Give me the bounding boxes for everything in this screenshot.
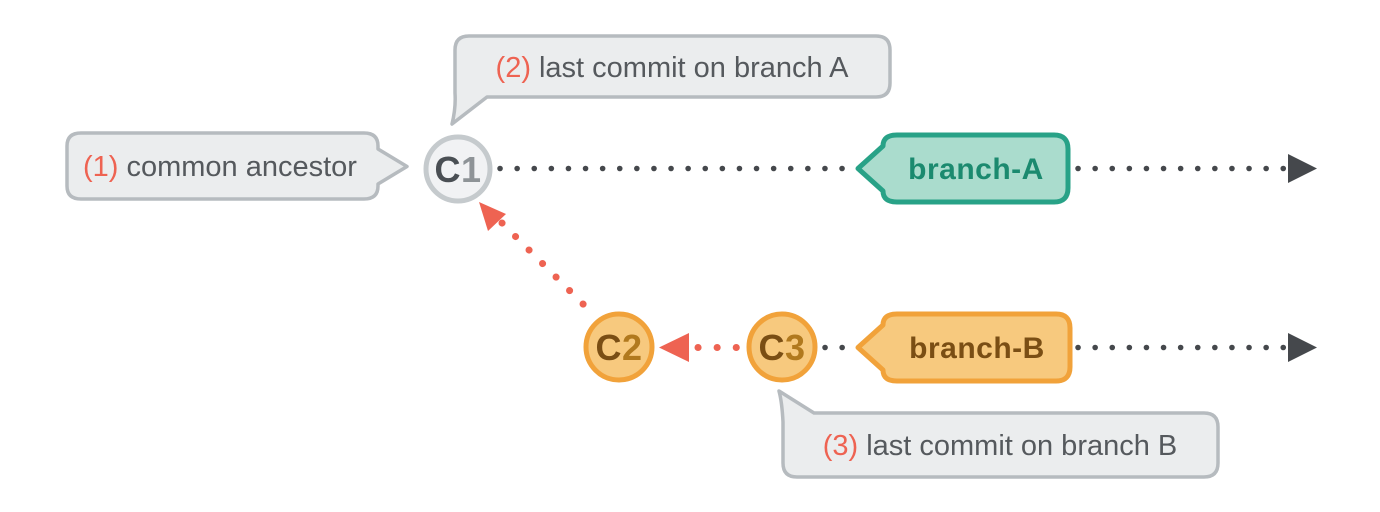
callout-number: (2) xyxy=(496,52,531,84)
branch-a-badge-shape xyxy=(855,132,1071,205)
commit-letter: C xyxy=(595,327,622,368)
commit-c2-label: C2 xyxy=(595,327,642,368)
branch-b-badge: branch-B xyxy=(855,311,1073,384)
commit-c3-label: C3 xyxy=(758,327,805,368)
commit-letter: C xyxy=(758,327,785,368)
callout-text: (2)last commit on branch A xyxy=(496,52,850,84)
commit-number: 3 xyxy=(785,327,806,368)
callout-label: last commit on branch B xyxy=(866,430,1177,462)
red-dotted-diagonal xyxy=(498,219,594,315)
commit-c2-circle xyxy=(583,311,655,383)
callout-bubble xyxy=(777,389,1220,479)
branch-a-badge: branch-A xyxy=(855,132,1071,205)
commit-number: 2 xyxy=(622,327,643,368)
callout-common-ancestor: (1)common ancestor xyxy=(65,131,409,201)
callout-number: (3) xyxy=(823,430,858,462)
branch-a-badge-label: branch-A xyxy=(908,153,1044,186)
commit-letter: C xyxy=(434,149,461,190)
branch-b-timeline xyxy=(822,333,1317,362)
branch-a-arrowhead-icon xyxy=(1288,154,1317,183)
callout-text: (3)last commit on branch B xyxy=(823,430,1178,462)
red-arrowhead-to-c2-icon xyxy=(659,333,689,362)
commit-c1-circle xyxy=(423,134,493,204)
commit-number: 1 xyxy=(461,149,482,190)
branch-b-badge-shape xyxy=(855,311,1073,384)
branch-b-badge-label: branch-B xyxy=(909,332,1045,365)
callout-bubble xyxy=(65,131,409,201)
callout-last-commit-b: (3)last commit on branch B xyxy=(777,389,1220,479)
commit-c3-circle xyxy=(746,311,818,383)
parent-pointer-c3-to-c2 xyxy=(659,333,744,362)
parent-pointer-c2-to-c1 xyxy=(479,202,594,315)
callout-text: (1)common ancestor xyxy=(83,151,357,183)
callout-bubble xyxy=(450,34,892,126)
commit-node-c3: C3 xyxy=(746,311,818,383)
commit-node-c1: C1 xyxy=(423,134,493,204)
callout-number: (1) xyxy=(83,151,118,183)
callout-label: last commit on branch A xyxy=(539,52,849,84)
callout-last-commit-a: (2)last commit on branch A xyxy=(450,34,892,126)
commit-c1-label: C1 xyxy=(434,149,481,190)
branch-a-timeline xyxy=(497,154,1317,183)
callout-label: common ancestor xyxy=(126,151,357,183)
commit-node-c2: C2 xyxy=(583,311,655,383)
branch-b-arrowhead-icon xyxy=(1288,333,1317,362)
red-arrowhead-to-c1-icon xyxy=(479,202,506,231)
